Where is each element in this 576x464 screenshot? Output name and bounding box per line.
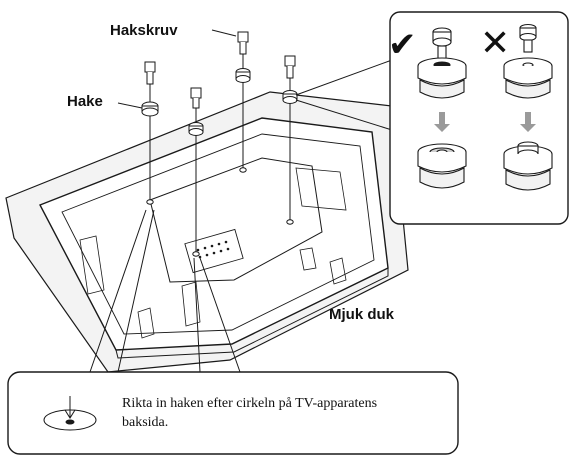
cross-icon: ✕ <box>480 26 510 62</box>
check-icon: ✔ <box>388 28 417 62</box>
hook-label: Hake <box>67 93 103 110</box>
detail-box <box>390 12 568 224</box>
hook-screw-label: Hakskruv <box>110 22 178 39</box>
soft-cloth-label: Mjuk duk <box>329 306 394 323</box>
hakskruv-leader <box>212 30 236 36</box>
incorrect-assembly-result <box>504 142 552 190</box>
correct-assembly-result <box>418 144 466 188</box>
hake-leader <box>118 103 142 108</box>
alignment-note: Rikta in haken efter cirkeln på TV-appar… <box>122 394 422 432</box>
